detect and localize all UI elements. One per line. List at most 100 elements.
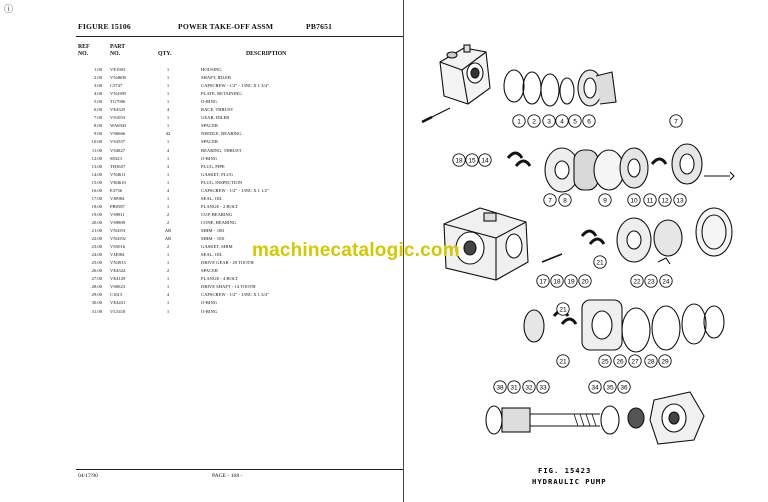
- watermark-text: machinecatalogic.com: [252, 240, 460, 261]
- callout-label: 31: [510, 384, 518, 391]
- quantity-cell: 2: [166, 268, 170, 274]
- callout-label: 7: [674, 118, 678, 125]
- description-cell: SPACER: [201, 139, 218, 145]
- figure-number: FIGURE 15106: [78, 22, 131, 31]
- callout-number: 10: [627, 193, 641, 207]
- ref-cell: 22.00: [91, 236, 102, 242]
- part-number-cell: VS0666: [110, 131, 126, 137]
- ref-cell: 26.00: [91, 268, 102, 274]
- callout-number: 6: [582, 114, 596, 128]
- description-cell: DRIVE SHAFT - 14 TOOTH: [201, 284, 256, 290]
- col-qty-heading: QTY.: [158, 51, 172, 57]
- callout-number: 7: [543, 193, 557, 207]
- quantity-cell: 1: [166, 67, 170, 72]
- part-number-cell: VL5418: [110, 308, 126, 314]
- quantity-cell: 1: [166, 252, 170, 258]
- quantity-cell: 1: [166, 179, 170, 185]
- callout-number: 25: [598, 354, 612, 368]
- callout-number: 12: [658, 193, 672, 207]
- callout-label: 14: [481, 157, 489, 164]
- callout-label: 36: [620, 384, 628, 391]
- quantity-cell: 4: [166, 187, 170, 193]
- ref-cell: 9.00: [93, 131, 102, 137]
- ref-cell: 23.00: [91, 244, 102, 250]
- ref-cell: 10.00: [91, 139, 102, 145]
- upper-seal-rings: [503, 69, 617, 107]
- callout-label: 6: [587, 118, 591, 125]
- callout-number: 38: [493, 380, 507, 394]
- callout-label: 38: [496, 384, 504, 391]
- description-cell: FLANGE - 4 BOLT: [201, 276, 238, 282]
- part-number-cell: VJ4984: [110, 252, 125, 258]
- figure-caption-number: FIG. 15423: [538, 466, 591, 475]
- ref-cell: 18.00: [91, 203, 102, 209]
- part-number-cell: VN4915: [110, 260, 126, 266]
- callout-label: 28: [647, 358, 655, 365]
- quantity-cell: 1: [166, 115, 170, 121]
- col-description-heading: DESCRIPTION: [246, 51, 287, 57]
- figure-caption-title: HYDRAULIC PUMP: [532, 477, 607, 486]
- callout-number: 17: [536, 274, 550, 288]
- callout-number: 13: [673, 193, 687, 207]
- col-ref-heading: REF NO.: [78, 44, 90, 58]
- callout-label: 17: [539, 278, 547, 285]
- part-number-cell: S8323: [110, 155, 122, 161]
- catalog-code: PB7651: [306, 22, 333, 31]
- ref-cell: 4.00: [93, 91, 102, 97]
- description-cell: SEAL, OIL: [201, 252, 223, 258]
- description-cell: GASKET, SHIM: [201, 244, 233, 250]
- description-cell: SHAFT, IDLER: [201, 75, 232, 81]
- part-number-cell: WA6943: [110, 123, 127, 129]
- page-title: POWER TAKE-OFF ASSM: [178, 22, 274, 31]
- part-number-cell: VS4827: [110, 147, 126, 153]
- quantity-cell: 42: [165, 131, 171, 137]
- part-number-cell: VJ8984: [110, 195, 125, 201]
- page-divider: [403, 0, 404, 502]
- idler-gear-assembly: [506, 143, 735, 193]
- description-cell: FLANGE - 2 BOLT: [201, 203, 238, 209]
- part-number-cell: VE4431: [110, 300, 126, 306]
- ref-cell: 20.00: [91, 219, 102, 225]
- ref-cell: 28.00: [91, 284, 102, 290]
- ref-cell: 25.00: [91, 260, 102, 266]
- callout-number: 27: [628, 354, 642, 368]
- description-cell: PLATE, RETAINING: [201, 91, 242, 97]
- quantity-cell: AR: [164, 236, 172, 242]
- footer-page-number: PAGE - 168 -: [212, 473, 243, 479]
- part-number-cell: VS9811: [110, 211, 125, 217]
- description-cell: O-RING: [201, 308, 218, 314]
- callout-number: 21: [556, 354, 570, 368]
- quantity-cell: 1: [166, 99, 170, 105]
- quantity-cell: 4: [166, 147, 170, 153]
- ref-cell: 5.00: [93, 99, 102, 105]
- ref-cell: 19.00: [91, 211, 102, 217]
- lower-seal-rings: [523, 299, 725, 353]
- description-cell: SEAL, OIL: [201, 195, 223, 201]
- quantity-cell: 2: [166, 244, 170, 250]
- quantity-cell: 1: [166, 139, 170, 145]
- ref-cell: 2.00: [93, 75, 102, 81]
- description-cell: O-RING: [201, 300, 218, 306]
- callout-number: 23: [644, 274, 658, 288]
- callout-number: 18: [452, 153, 466, 167]
- callout-label: 22: [633, 278, 641, 285]
- part-number-cell: TH3657: [110, 163, 126, 169]
- callout-label: 10: [630, 197, 638, 204]
- quantity-cell: 1: [166, 284, 170, 290]
- quantity-cell: 1: [166, 308, 170, 314]
